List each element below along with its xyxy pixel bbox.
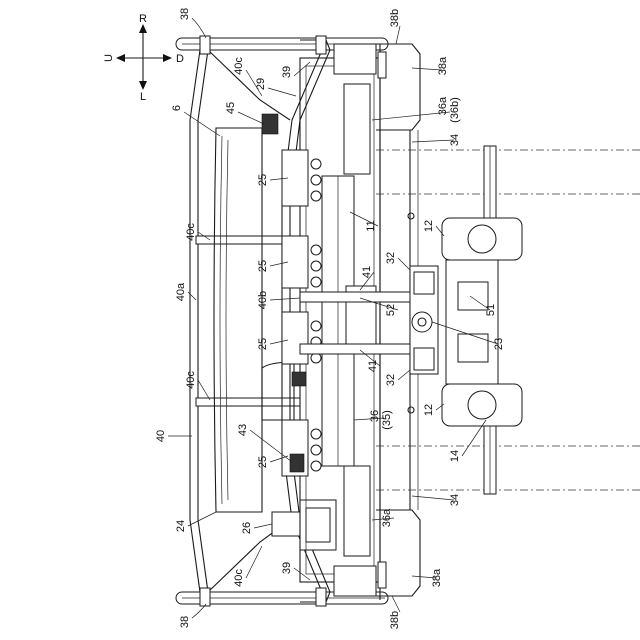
rear-bracket-38b-bottom	[378, 562, 386, 588]
motor-block	[272, 500, 336, 550]
motor-26-box	[272, 512, 300, 536]
ref-label: 23	[493, 338, 505, 350]
ref-label: 36a	[381, 508, 393, 527]
arrow-up-icon	[139, 24, 147, 33]
ref-label: 40a	[175, 282, 187, 301]
frame-clamp-bottom-right	[316, 588, 326, 606]
ref-label: 14	[449, 450, 461, 462]
motor-26-inner	[306, 508, 330, 542]
frame-clamp-top-left	[200, 36, 210, 54]
nozzle-unit-25	[282, 312, 321, 364]
ref-label: 25	[257, 456, 269, 468]
lift-arm-32-upper	[300, 292, 420, 302]
frame-crossbar-lower	[196, 398, 300, 406]
frame-diagonal-40c-top	[208, 50, 290, 120]
ref-label: 41	[367, 360, 379, 372]
component-45-dark	[262, 114, 278, 134]
pto-box-lower	[458, 334, 488, 362]
ref-label: 43	[237, 424, 249, 436]
ref-label: 26	[241, 522, 253, 534]
ref-label: 38	[179, 8, 191, 20]
chassis-lower-block	[344, 466, 370, 556]
ref-label: 38	[179, 616, 191, 628]
hitch-pin-lower	[414, 348, 434, 370]
component-dark-small	[292, 372, 306, 386]
ref-label: 32	[385, 374, 397, 386]
arrow-down-icon	[139, 81, 147, 90]
ref-label: 39	[281, 562, 293, 574]
ref-label: 12	[423, 220, 435, 232]
rear-bracket-38b-top	[378, 52, 386, 78]
tank-dome	[262, 362, 294, 420]
ref-label: 40c	[233, 57, 245, 75]
direction-left-label: U	[103, 54, 115, 62]
ref-label: 40c	[185, 371, 197, 389]
tractor-axle	[442, 146, 522, 494]
direction-indicator: R L U D	[103, 13, 184, 103]
ref-label: 51	[485, 304, 497, 316]
ref-label: 32	[385, 252, 397, 264]
ref-label: 38a	[437, 56, 449, 75]
ref-label: 25	[257, 260, 269, 272]
gear-hub-upper	[468, 225, 496, 253]
ref-label: 40c	[233, 569, 245, 587]
ref-label: (35)	[381, 410, 393, 430]
gear-hub-lower	[468, 391, 496, 419]
chassis-upper-block	[344, 84, 370, 174]
chassis-top-head	[334, 44, 376, 74]
ref-label: 12	[423, 404, 435, 416]
ref-label: 41	[361, 266, 373, 278]
ref-label: 52	[385, 304, 397, 316]
ref-label: 38b	[389, 9, 401, 27]
ref-label: 11	[365, 220, 377, 231]
ref-label: 24	[175, 520, 187, 532]
tank-rim-line-2	[226, 140, 228, 500]
ref-label: 25	[257, 338, 269, 350]
lift-arm-32-lower	[300, 344, 420, 354]
frame-clamp-bottom-left	[200, 588, 210, 606]
transmission-case-51	[446, 260, 498, 384]
ref-label: 40c	[185, 223, 197, 241]
ref-label: 39	[281, 66, 293, 78]
frame-clamp-top-right	[316, 36, 326, 54]
ref-label: (36b)	[449, 97, 461, 123]
component-43-dark	[290, 454, 304, 472]
ref-label: 40b	[257, 291, 269, 309]
ref-label: 36	[369, 410, 381, 422]
frame-bar-40a-inner	[198, 50, 208, 592]
ref-label: 45	[225, 102, 237, 114]
rear-bolt-upper	[408, 213, 414, 219]
ref-label: 29	[255, 78, 267, 90]
tank-rim-line	[220, 136, 222, 504]
chassis-bottom-head	[334, 566, 376, 596]
direction-down-label: L	[140, 91, 146, 103]
arrow-right-icon	[163, 54, 172, 62]
ref-label: 25	[257, 174, 269, 186]
arrow-left-icon	[116, 54, 125, 62]
direction-up-label: R	[139, 13, 147, 25]
rear-bolt-lower	[408, 407, 414, 413]
direction-right-label: D	[176, 53, 184, 65]
ref-label: 38b	[389, 611, 401, 629]
ref-label: 40	[155, 430, 167, 442]
hitch-center-23	[412, 312, 432, 332]
ref-label: 6	[171, 105, 183, 111]
hitch-pin-upper	[414, 272, 434, 294]
